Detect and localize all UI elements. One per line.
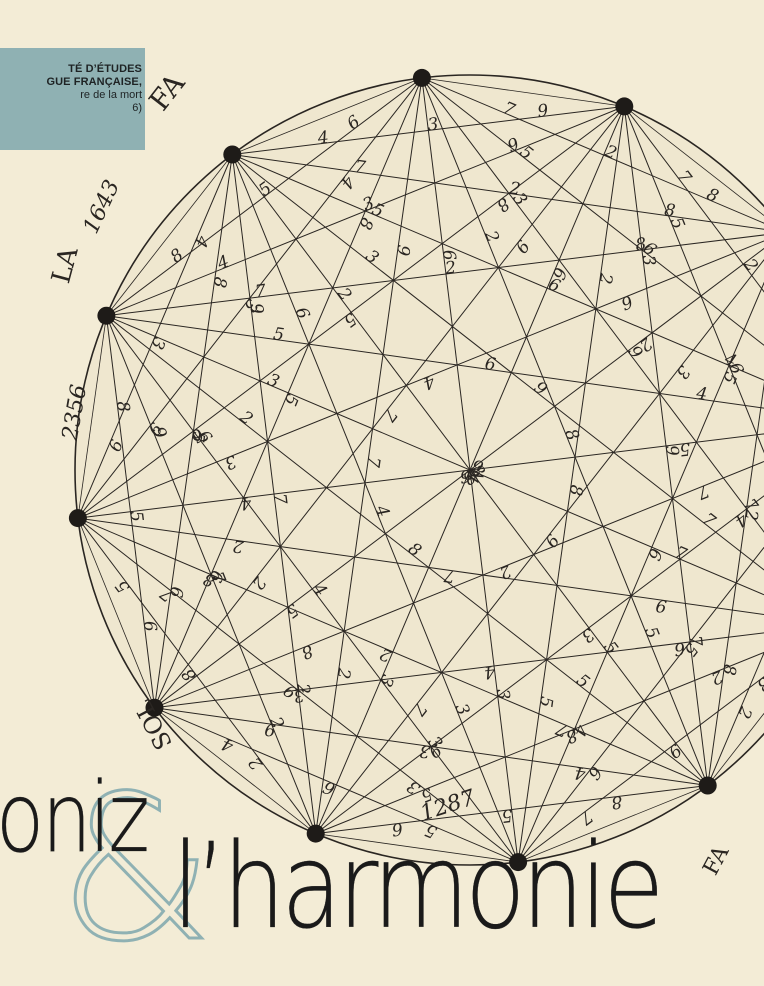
diagram-node-dot — [615, 97, 633, 115]
node-label-la: LA — [46, 243, 85, 287]
diagram-edge-digit: 4 — [239, 492, 253, 513]
diagram-node-dot — [699, 777, 717, 795]
node-number-1643: 1643 — [79, 176, 125, 237]
diagram-node-dot — [413, 69, 431, 87]
title-subject: l’harmonie — [172, 826, 660, 946]
series-label-line-4: 6) — [0, 102, 142, 115]
series-label-line-3: re de la mort — [0, 89, 142, 102]
node-label-fa-top: FA — [142, 67, 191, 117]
diagram-outer-circle — [75, 75, 764, 865]
node-label-fa-bottom: FA — [699, 841, 735, 880]
diagram-node-dot — [69, 509, 87, 527]
diagram-node-dot — [97, 307, 115, 325]
series-label-line-2: GUE FRANÇAISE, — [0, 76, 142, 89]
series-label-line-1: TÉ D’ÉTUDES — [0, 63, 142, 76]
title-name-fragment: oniz — [0, 770, 147, 866]
diagram-node-dot — [223, 146, 241, 164]
series-label: TÉ D’ÉTUDES GUE FRANÇAISE, re de la mort… — [0, 63, 142, 115]
diagram-edge-digit: 4 — [316, 128, 330, 149]
diagram-edge-digit: 4 — [483, 661, 497, 682]
